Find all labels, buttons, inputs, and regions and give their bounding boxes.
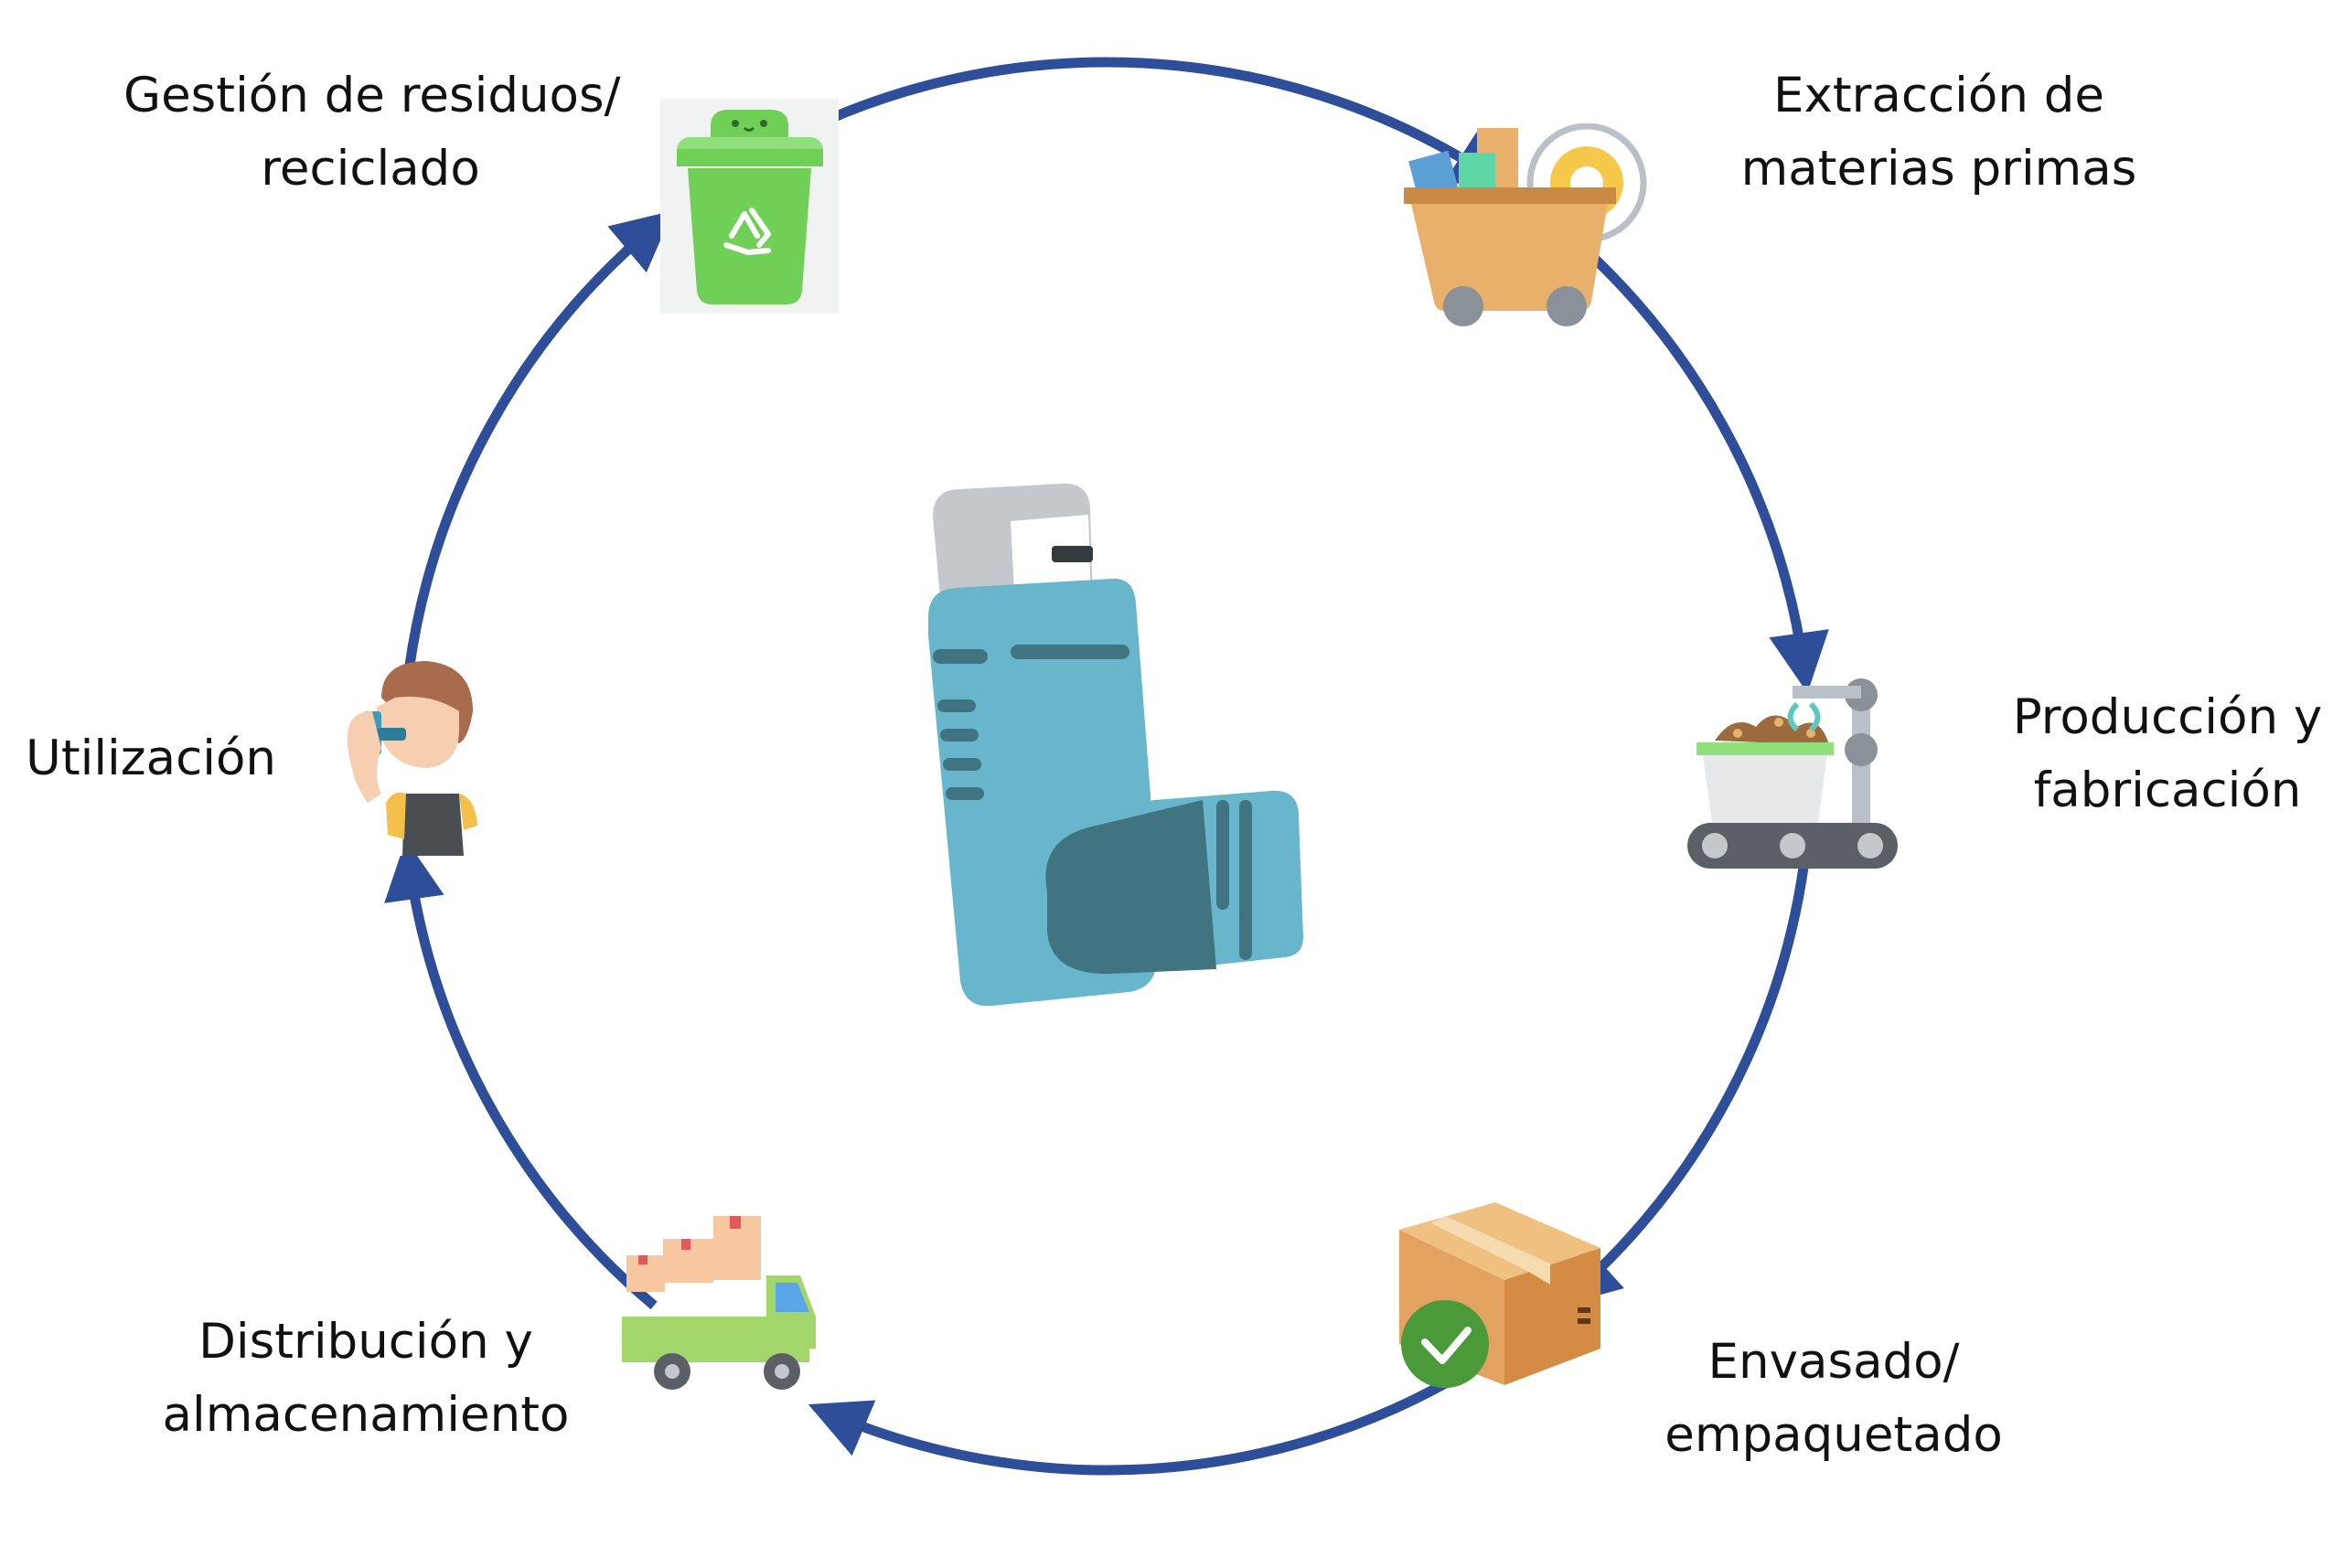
label-distribution: Distribución y almacenamiento xyxy=(162,1314,570,1443)
delivery-truck-icon xyxy=(622,1211,828,1394)
box-checkmark-icon xyxy=(1390,1198,1610,1394)
arrow-packaging-to-distribution xyxy=(808,1371,1461,1476)
label-production: Producción y fabricación xyxy=(2012,689,2323,818)
recycling-bin-icon xyxy=(660,99,839,314)
label-packaging: Envasado/ empaquetado xyxy=(1664,1334,2003,1463)
label-extraction: Extracción de materias primas xyxy=(1740,68,2137,197)
label-waste: Gestión de residuos/ reciclado xyxy=(123,68,621,197)
arrow-waste-to-extraction xyxy=(752,57,1512,190)
arrow-production-to-packaging xyxy=(1558,863,1809,1307)
mining-cart-gear-icon xyxy=(1404,123,1660,329)
person-using-inhaler-icon xyxy=(331,656,482,856)
conveyor-robot-arm-icon xyxy=(1683,677,1902,887)
arrow-distribution-to-use xyxy=(384,838,658,1310)
inhaler-icon xyxy=(915,480,1317,1019)
label-use: Utilización xyxy=(26,731,276,786)
arrow-extraction-to-production xyxy=(1556,222,1829,694)
arrow-use-to-waste xyxy=(404,210,674,669)
